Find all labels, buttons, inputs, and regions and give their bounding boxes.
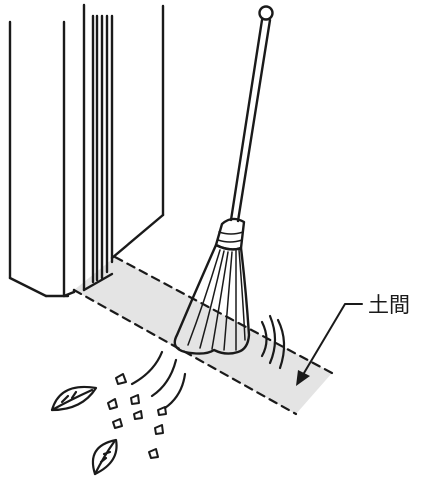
leaf-icon xyxy=(50,385,98,412)
door-jamb-icon xyxy=(8,3,165,298)
leaf-icon xyxy=(91,438,118,476)
broom-icon xyxy=(173,5,274,355)
debris-icon xyxy=(107,373,167,459)
arrow-icon xyxy=(296,303,363,386)
broom-bristles xyxy=(173,243,251,355)
sweep-motion-icon xyxy=(130,314,286,410)
doma-label: 土間 xyxy=(368,294,410,317)
broom-handle-knob xyxy=(258,5,274,21)
